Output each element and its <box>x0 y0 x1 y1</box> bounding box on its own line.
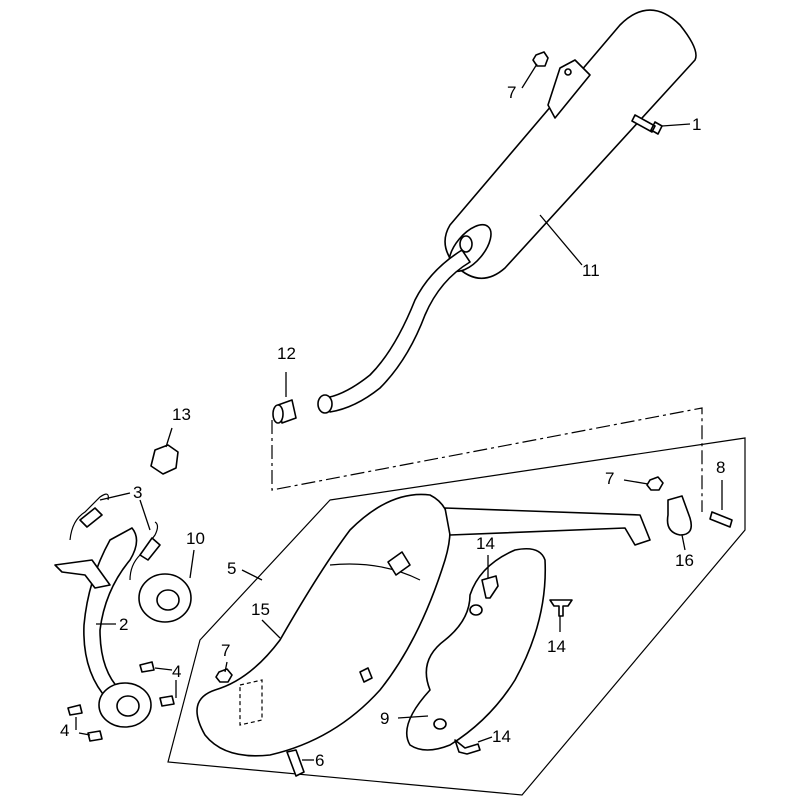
bolt-14b <box>549 599 573 617</box>
muffler <box>317 9 697 414</box>
callout-7: 7 <box>221 641 231 660</box>
nut-7-left <box>215 668 233 683</box>
bolt-6 <box>286 749 305 777</box>
callout-14: 14 <box>547 637 566 656</box>
exhaust-pipe <box>54 527 152 728</box>
leader-lines <box>75 63 723 761</box>
springs-3 <box>69 493 161 581</box>
stud-4d <box>87 730 103 742</box>
callout-7: 7 <box>507 83 517 102</box>
callout-15: 15 <box>251 600 270 619</box>
nut-7-top <box>532 51 549 67</box>
bolt-14c <box>454 739 481 755</box>
callout-2: 2 <box>119 615 129 634</box>
callout-16: 16 <box>675 551 694 570</box>
stud-4a <box>139 661 155 673</box>
callout-12: 12 <box>277 344 296 363</box>
clamp-16 <box>666 495 693 536</box>
callout-7: 7 <box>605 469 615 488</box>
callout-4: 4 <box>60 721 70 740</box>
callout-9: 9 <box>380 709 390 728</box>
assembly-panel-outline <box>167 437 746 796</box>
callout-14: 14 <box>476 534 495 553</box>
bolt-1 <box>631 114 663 135</box>
callout-3: 3 <box>133 483 143 502</box>
callout-13: 13 <box>172 405 191 424</box>
flange-10 <box>138 573 192 623</box>
callout-10: 10 <box>186 529 205 548</box>
heat-shield-9 <box>406 547 547 751</box>
plate-13 <box>150 444 179 475</box>
bolt-8 <box>709 511 733 528</box>
callout-11: 11 <box>582 261 600 280</box>
connection-line <box>271 407 703 512</box>
callout-14: 14 <box>492 727 511 746</box>
callout-4: 4 <box>172 662 182 681</box>
callout-6: 6 <box>315 751 325 770</box>
stud-4c <box>67 704 83 716</box>
callout-1: 1 <box>692 115 702 134</box>
exhaust-body-5 <box>196 493 651 757</box>
stud-4b <box>159 695 175 707</box>
callout-5: 5 <box>227 559 237 578</box>
nut-7-right <box>646 476 664 491</box>
callout-8: 8 <box>716 458 726 477</box>
bolt-14a <box>481 575 499 599</box>
